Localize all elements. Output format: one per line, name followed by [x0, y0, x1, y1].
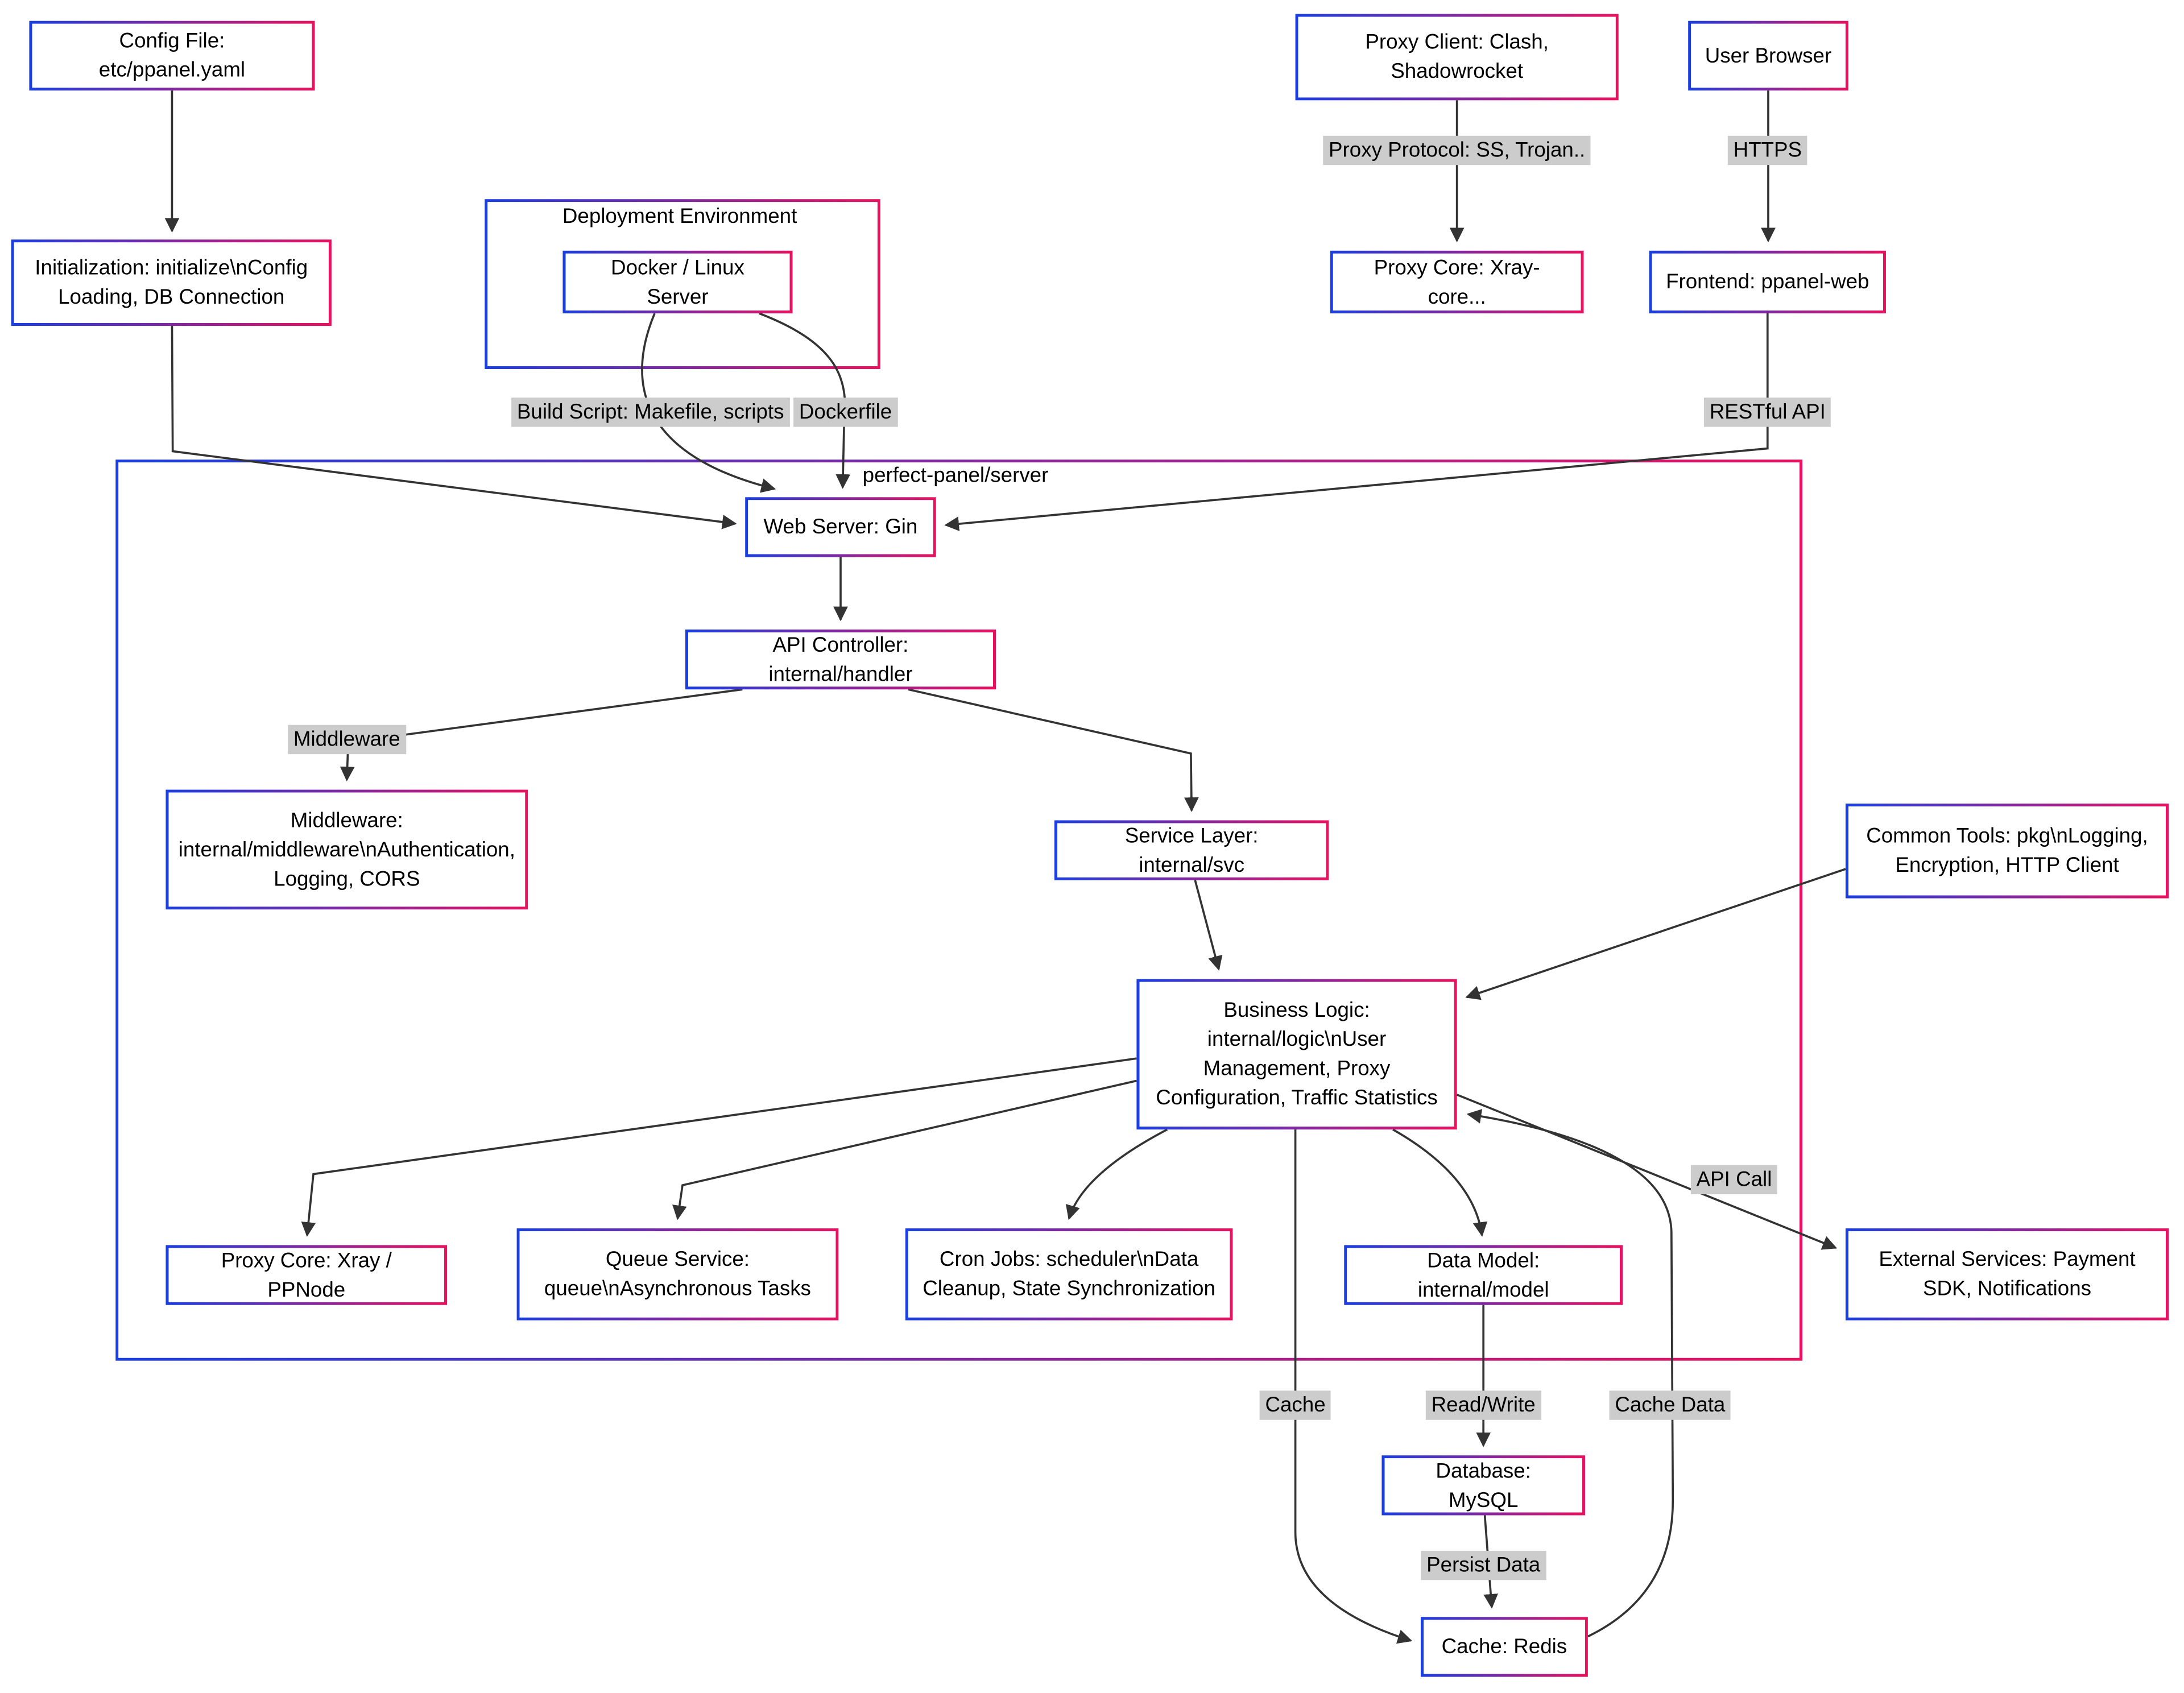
node-middleware: Middleware: internal/middleware\nAuthent…	[166, 790, 528, 910]
deployment-environment-label: Deployment Environment	[562, 205, 797, 229]
node-web-server: Web Server: Gin	[745, 497, 936, 557]
node-config-file: Config File: etc/ppanel.yaml	[29, 21, 315, 90]
node-data-model-label: Data Model: internal/model	[1417, 1248, 1549, 1302]
node-database-mysql-label: Database: MySQL	[1436, 1459, 1531, 1512]
node-initialization: Initialization: initialize\nConfig Loadi…	[11, 239, 332, 326]
node-proxy-core-xray-label: Proxy Core: Xray-core...	[1374, 255, 1540, 309]
edge-label-build-script: Build Script: Makefile, scripts	[511, 398, 790, 427]
edge-label-read-write: Read/Write	[1425, 1390, 1541, 1420]
node-proxy-client: Proxy Client: Clash, Shadowrocket	[1296, 14, 1619, 100]
edge-label-cache: Cache	[1259, 1390, 1331, 1420]
node-proxy-core-xray: Proxy Core: Xray-core...	[1330, 251, 1584, 313]
node-queue-service: Queue Service: queue\nAsynchronous Tasks	[517, 1228, 839, 1321]
node-cache-redis: Cache: Redis	[1421, 1617, 1588, 1677]
edge-label-cache-data: Cache Data	[1609, 1390, 1731, 1420]
node-middleware-label: Middleware: internal/middleware\nAuthent…	[178, 808, 515, 891]
edge-label-api-call: API Call	[1690, 1165, 1778, 1195]
node-cron-jobs-label: Cron Jobs: scheduler\nData Cleanup, Stat…	[923, 1248, 1215, 1301]
node-external-services-label: External Services: Payment SDK, Notifica…	[1879, 1248, 2136, 1301]
node-api-controller: API Controller: internal/handler	[685, 630, 996, 689]
node-proxy-client-label: Proxy Client: Clash, Shadowrocket	[1365, 30, 1549, 84]
node-config-file-label: Config File: etc/ppanel.yaml	[98, 29, 246, 82]
node-web-server-label: Web Server: Gin	[763, 515, 918, 539]
node-api-controller-label: API Controller: internal/handler	[768, 633, 913, 686]
perfect-panel-server-group	[115, 460, 1802, 1361]
perfect-panel-server-label: perfect-panel/server	[862, 463, 1049, 488]
node-external-services: External Services: Payment SDK, Notifica…	[1846, 1228, 2169, 1321]
edge-label-dockerfile: Dockerfile	[793, 398, 897, 427]
node-frontend-label: Frontend: ppanel-web	[1666, 270, 1869, 294]
node-data-model: Data Model: internal/model	[1344, 1245, 1623, 1305]
node-docker-linux-server: Docker / Linux Server	[562, 251, 792, 313]
node-business-logic: Business Logic: internal/logic\nUser Man…	[1136, 979, 1457, 1129]
node-service-layer: Service Layer: internal/svc	[1054, 820, 1329, 880]
node-docker-label: Docker / Linux Server	[611, 255, 744, 309]
node-business-logic-label: Business Logic: internal/logic\nUser Man…	[1156, 998, 1438, 1110]
edge-label-restful-api: RESTful API	[1703, 398, 1831, 427]
node-user-browser-label: User Browser	[1705, 44, 1832, 68]
node-cron-jobs: Cron Jobs: scheduler\nData Cleanup, Stat…	[905, 1228, 1233, 1321]
node-common-tools: Common Tools: pkg\nLogging, Encryption, …	[1846, 804, 2169, 899]
node-user-browser: User Browser	[1688, 21, 1848, 90]
edge-label-proxy-protocol: Proxy Protocol: SS, Trojan..	[1323, 135, 1591, 165]
node-proxy-core-ppnode-label: Proxy Core: Xray / PPNode	[221, 1248, 392, 1302]
edge-label-https: HTTPS	[1727, 135, 1807, 165]
node-common-tools-label: Common Tools: pkg\nLogging, Encryption, …	[1866, 824, 2148, 877]
node-proxy-core-ppnode: Proxy Core: Xray / PPNode	[166, 1245, 447, 1305]
edge-label-persist-data: Persist Data	[1421, 1550, 1546, 1580]
node-cache-redis-label: Cache: Redis	[1441, 1635, 1567, 1659]
node-frontend: Frontend: ppanel-web	[1649, 251, 1886, 313]
node-database-mysql: Database: MySQL	[1381, 1455, 1585, 1515]
node-service-layer-label: Service Layer: internal/svc	[1124, 823, 1259, 877]
node-initialization-label: Initialization: initialize\nConfig Loadi…	[35, 256, 308, 309]
node-queue-service-label: Queue Service: queue\nAsynchronous Tasks	[544, 1248, 811, 1301]
edge-label-middleware: Middleware	[288, 725, 406, 755]
